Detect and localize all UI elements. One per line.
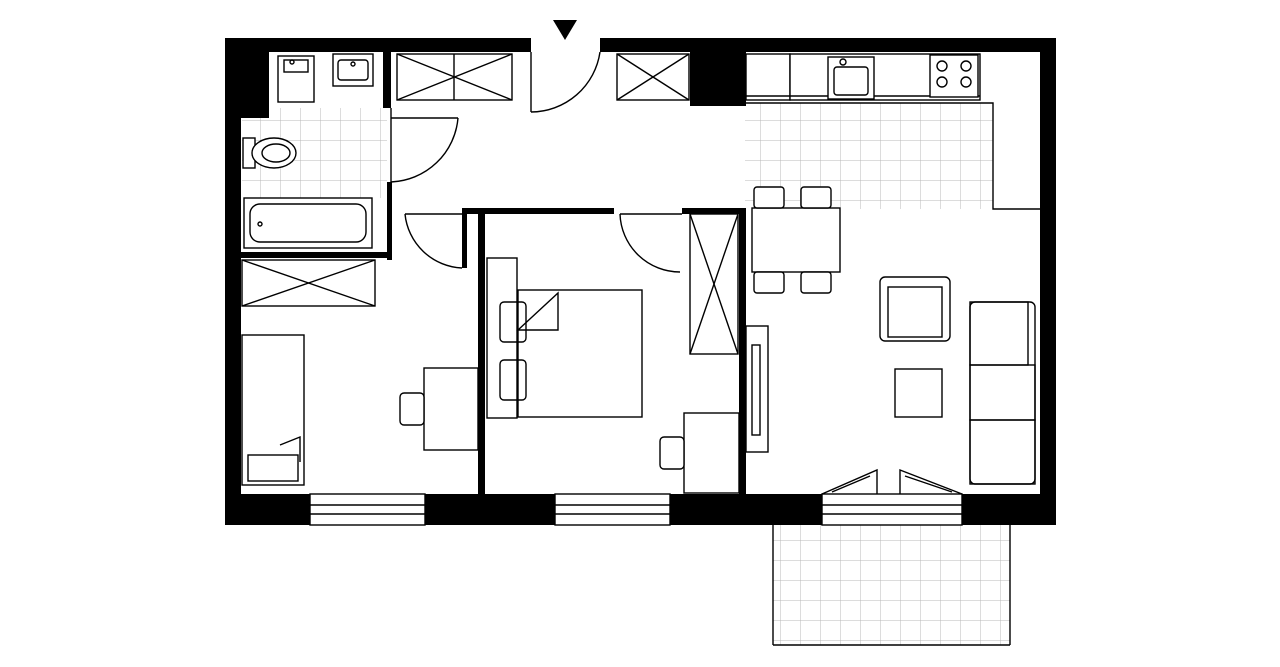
small-room-door[interactable]: [404, 213, 463, 269]
bathroom-sink: [332, 53, 374, 87]
balcony-floor-tiles: [773, 524, 1010, 645]
entrance-arrow-icon: [553, 20, 577, 40]
kitchen-sink: [827, 56, 875, 100]
small-room-wardrobe: [241, 259, 376, 307]
entrance-door[interactable]: [525, 38, 606, 113]
sofa: [969, 301, 1036, 485]
balcony-door[interactable]: [821, 468, 963, 495]
bathtub: [243, 197, 373, 249]
tv-unit: [745, 325, 769, 453]
armchair: [879, 276, 951, 342]
hall-wardrobe-right: [616, 53, 690, 101]
small-room-desk: [399, 367, 479, 451]
bedroom-wardrobe: [689, 213, 739, 355]
bedroom-door[interactable]: [619, 213, 682, 273]
balcony: [772, 525, 1011, 646]
kitchen-floor-tiles: [745, 103, 993, 209]
double-bed: [486, 257, 643, 419]
toilet: [242, 137, 297, 169]
dining-table: [751, 186, 841, 294]
hall-wardrobe-left: [396, 53, 513, 101]
outer-walls: [225, 38, 1056, 525]
stove-cooktop: [929, 54, 979, 98]
single-bed: [241, 334, 305, 486]
bathroom-door[interactable]: [390, 108, 459, 183]
coffee-table: [894, 368, 943, 418]
bedroom-desk: [659, 412, 740, 494]
washing-machine: [277, 55, 315, 103]
windows: [309, 493, 963, 526]
interior-walls: [241, 52, 746, 494]
